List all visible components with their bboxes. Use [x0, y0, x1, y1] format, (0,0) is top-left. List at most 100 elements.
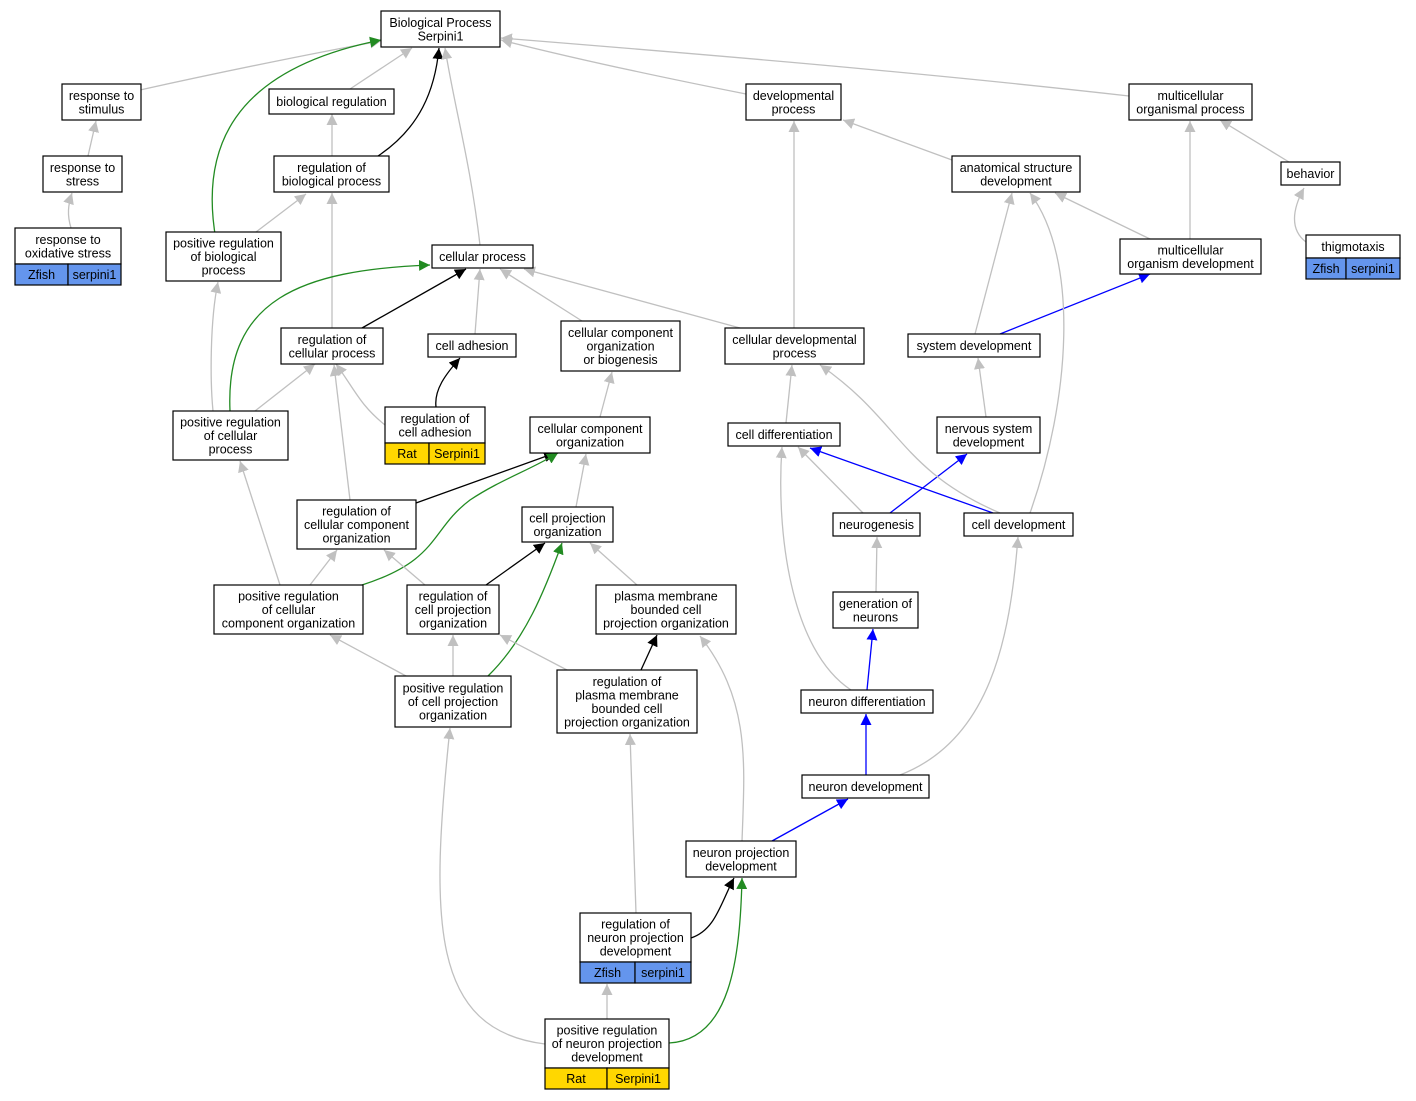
go-term-neur-dev[interactable]: neuron development: [801, 774, 930, 799]
go-term-label: regulation of: [419, 590, 488, 604]
species-cell-label: Zfish: [594, 966, 621, 980]
gene-cell-label: Serpini1: [434, 447, 480, 461]
edge-from-neurogen: [797, 446, 864, 514]
go-term-label: neuron projection: [693, 846, 790, 860]
edge-from-reg-cpo: [383, 549, 426, 586]
go-term-bio-reg[interactable]: biological regulation: [268, 88, 395, 115]
edge-from-sys-dev: [999, 272, 1151, 335]
go-term-label: organization: [419, 617, 487, 631]
go-term-label: organization: [419, 709, 487, 723]
edge-from-pos-reg-npd: [439, 727, 546, 1045]
go-term-label: development: [571, 1051, 643, 1065]
edge-from-reg-npd: [690, 877, 735, 939]
go-term-label: development: [600, 945, 672, 959]
gene-annotation: Zfish serpini1: [1305, 257, 1401, 280]
go-term-label: positive regulation: [403, 682, 504, 696]
go-term-label: neurons: [853, 610, 898, 624]
go-term-label: multicellular: [1158, 243, 1224, 257]
go-term-label: cellular process: [289, 346, 376, 360]
go-term-label: regulation of: [322, 505, 391, 519]
go-term-cell-diff[interactable]: cell differentiation: [727, 422, 841, 447]
edge-from-neurogen: [889, 453, 968, 514]
edge-from-multi-org-dev: [1054, 192, 1151, 240]
go-term-label: cellular developmental: [732, 333, 856, 347]
edge-from-cell-proc: [441, 47, 481, 246]
edge-from-pos-reg-cpo: [329, 634, 407, 677]
go-term-label: thigmotaxis: [1321, 240, 1384, 254]
edge-from-neur-diff: [775, 446, 852, 691]
go-term-cell-proc[interactable]: cellular process: [431, 244, 534, 269]
go-term-label: of neuron projection: [552, 1037, 663, 1051]
go-term-behavior[interactable]: behavior: [1280, 161, 1341, 186]
edge-from-neur-diff: [866, 628, 878, 691]
gene-cell: [634, 961, 692, 984]
go-term-label: bounded cell: [592, 702, 663, 716]
go-term-neurogen[interactable]: neurogenesis: [832, 512, 921, 537]
go-term-cell-dev[interactable]: cell development: [963, 512, 1074, 537]
edge-from-neur-dev: [899, 536, 1023, 776]
go-term-label: nervous system: [945, 422, 1033, 436]
go-term-label: regulation of: [401, 412, 470, 426]
go-term-label: behavior: [1287, 167, 1335, 181]
species-cell-label: Zfish: [1312, 262, 1339, 276]
go-term-label: positive regulation: [173, 237, 274, 251]
edge-from-reg-npd: [624, 733, 637, 914]
edge-from-pos-reg-bio: [255, 193, 307, 233]
edge-from-pos-reg-cpo: [487, 542, 564, 677]
edge-from-pos-reg-cco: [309, 549, 338, 586]
go-term-label: organization: [322, 532, 390, 546]
go-term-label: cell differentiation: [735, 428, 832, 442]
go-term-neur-diff[interactable]: neuron differentiation: [800, 689, 934, 714]
go-term-cell-adh[interactable]: cell adhesion: [427, 333, 517, 358]
edge-from-cell-dev-proc: [523, 266, 741, 329]
edge-from-cco: [599, 371, 615, 418]
go-term-label: process: [772, 102, 816, 116]
edge-from-multi-proc: [500, 33, 1130, 97]
go-term-label: response to: [69, 89, 134, 103]
go-term-label: response to: [50, 161, 115, 175]
go-term-sys-dev[interactable]: system development: [907, 333, 1041, 358]
go-term-label: biological process: [282, 174, 381, 188]
gene-cell-label: serpini1: [1351, 262, 1395, 276]
go-term-label: neuron development: [809, 780, 923, 794]
go-term-label: of cellular: [204, 429, 258, 443]
go-term-label: stimulus: [79, 102, 125, 116]
edge-from-npd: [699, 635, 745, 842]
go-term-label: plasma membrane: [575, 688, 679, 702]
go-term-label: development: [953, 435, 1025, 449]
edge-from-pos-reg-cell: [210, 281, 222, 412]
edge-from-reg-cell-proc: [361, 268, 467, 329]
